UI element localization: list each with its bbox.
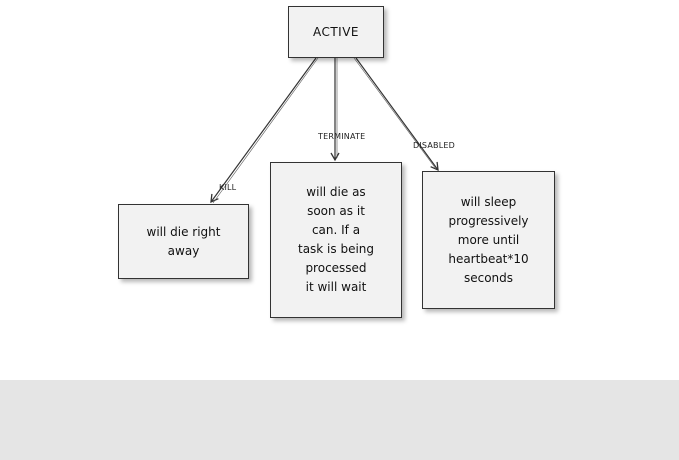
edge-kill <box>210 57 317 204</box>
edge-label-disabled: DISABLED <box>413 141 455 150</box>
diagram-edges <box>210 57 439 204</box>
state-terminate-description: will die as soon as it can. If a task is… <box>270 162 402 318</box>
state-disabled-description: will sleep progressively more until hear… <box>422 171 555 309</box>
state-diagram: ACTIVE will die right away will die as s… <box>118 6 555 318</box>
edge-disabled <box>355 57 439 172</box>
state-kill-description: will die right away <box>118 204 249 279</box>
edge-label-kill: KILL <box>219 183 237 192</box>
edge-label-terminate: TERMINATE <box>318 132 366 141</box>
state-active: ACTIVE <box>288 6 384 58</box>
footer-band <box>0 380 679 460</box>
